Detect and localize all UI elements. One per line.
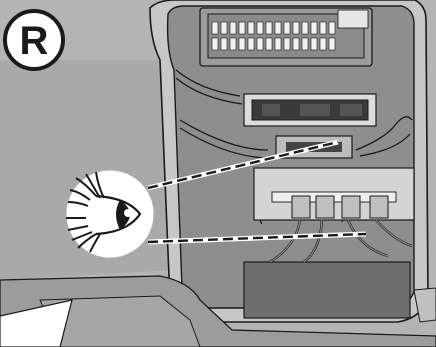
fuse-slot <box>265 37 273 51</box>
fuse-grid <box>211 21 336 51</box>
plug-connector <box>369 195 389 219</box>
fuse-slot <box>310 21 318 35</box>
fuse-slot <box>256 37 264 51</box>
plug-connector <box>291 195 311 219</box>
fuse-slot <box>211 21 219 35</box>
fuse-slot <box>247 37 255 51</box>
fuse-slot <box>247 21 255 35</box>
plug-connector <box>315 195 335 219</box>
label-card <box>0 299 73 347</box>
fuse-slot <box>328 21 336 35</box>
connector-bay <box>253 167 415 221</box>
connector-row <box>291 195 389 219</box>
fuse-slot <box>229 37 237 51</box>
relay-block <box>243 93 377 127</box>
fuse-slot <box>265 21 273 35</box>
fuse-slot <box>328 37 336 51</box>
fuse-slot <box>274 21 282 35</box>
fuse-box <box>199 7 373 67</box>
fuse-slot <box>319 21 327 35</box>
fuse-slot <box>292 21 300 35</box>
fuse-slot <box>229 21 237 35</box>
lower-cables-fill <box>269 219 413 263</box>
right-frame-detail <box>413 287 436 323</box>
fuse-slot <box>292 37 300 51</box>
fuse-slot <box>274 37 282 51</box>
fuse-slot <box>238 21 246 35</box>
fuse-slot <box>283 37 291 51</box>
eye-icon <box>65 169 155 259</box>
fuse-slot <box>238 37 246 51</box>
fuse-slot <box>310 37 318 51</box>
lower-compartment-panel <box>243 261 411 319</box>
fuse-slot <box>319 37 327 51</box>
sight-lines <box>147 139 367 245</box>
plug-connector <box>341 195 361 219</box>
fuse-slot <box>220 21 228 35</box>
badge-letter: R <box>20 19 49 63</box>
fuse-slot <box>256 21 264 35</box>
fuse-slot <box>301 37 309 51</box>
fuse-slot <box>211 37 219 51</box>
fuse-slot <box>283 21 291 35</box>
position-badge: R <box>3 9 65 71</box>
fuse-slot <box>301 21 309 35</box>
fuse-slot <box>220 37 228 51</box>
